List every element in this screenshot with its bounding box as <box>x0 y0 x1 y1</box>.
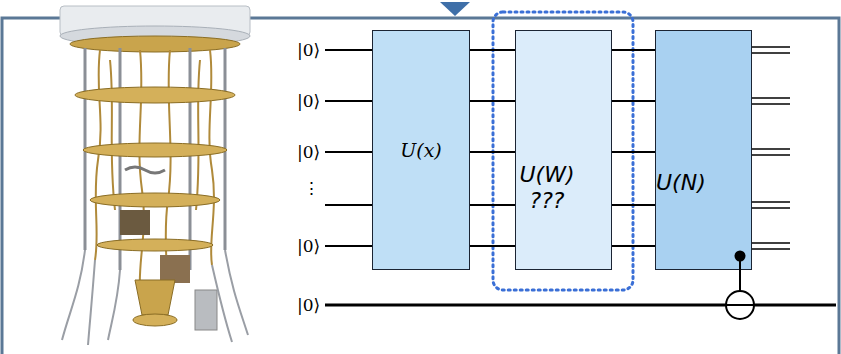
qubit-state-label: ⋮ <box>303 178 320 198</box>
qubit-wire <box>612 101 655 102</box>
qubit-wire <box>470 101 515 102</box>
qubit-wire <box>612 205 655 206</box>
input-wires <box>325 50 372 246</box>
qubit-wire <box>470 246 515 247</box>
gate-box: U(N) <box>655 30 752 270</box>
qubit-wire <box>470 152 515 153</box>
dilution-refrigerator <box>60 6 250 345</box>
qubit-state-label: |0⟩ <box>297 295 320 315</box>
gate-label: U(W) ??? <box>516 162 578 215</box>
qubit-state-label: |0⟩ <box>297 40 320 60</box>
qubit-wire <box>612 246 655 247</box>
frame <box>2 18 839 354</box>
qubit-wire <box>612 50 655 51</box>
ancilla-wire <box>325 304 836 307</box>
qubit-wire <box>612 152 655 153</box>
qubit-state-label: |0⟩ <box>297 91 320 111</box>
pointer-triangle <box>440 2 470 16</box>
measurement-wires <box>752 47 790 249</box>
qubit-wire <box>470 205 515 206</box>
gate-box: U(W) ??? <box>515 30 612 270</box>
gate-box: U(x) <box>372 30 470 270</box>
gate-label: U(x) <box>400 139 442 162</box>
qubit-wire <box>470 50 515 51</box>
gate-label: U(N) <box>656 170 706 196</box>
qubit-state-label: |0⟩ <box>297 236 320 256</box>
qubit-state-label: |0⟩ <box>297 142 320 162</box>
